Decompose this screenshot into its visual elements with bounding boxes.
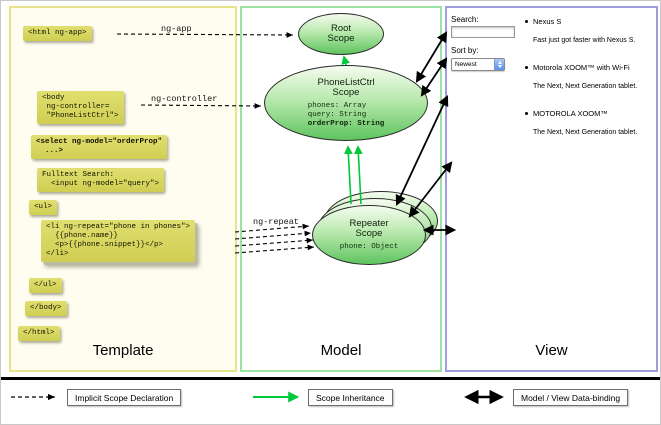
list-item: MOTOROLA XOOM™ The Next, Next Generation… <box>525 109 655 137</box>
code-line: <input ng-model="query"> <box>42 180 160 188</box>
phonelistctrl-scope-ellipse: PhoneListCtrl Scope phones: Array query:… <box>264 65 428 141</box>
root-scope-title: Root Scope <box>327 22 355 44</box>
ng-controller-label: ng-controller <box>151 94 218 104</box>
code-ul-open: <ul> <box>29 200 58 215</box>
code-line: <ul> <box>34 203 53 211</box>
code-html-open: <html ng-app> <box>23 26 92 41</box>
code-line: <select ng-model="orderProp" <box>36 138 163 146</box>
bullet-icon <box>525 20 528 23</box>
code-line: </html> <box>23 329 55 337</box>
bullet-icon <box>525 112 528 115</box>
green-arrow-icon <box>253 391 300 403</box>
code-select-ng-model: <select ng-model="orderProp" ...> <box>31 135 168 159</box>
phone-name: Nexus S <box>533 17 562 26</box>
ng-repeat-label: ng-repeat <box>253 217 299 227</box>
legend-data-binding: Model / View Data-binding <box>513 389 629 406</box>
repeater-scope-ellipse: Repeater Scope phone: Object <box>312 205 426 265</box>
repeater-scope-props: phone: Object <box>339 242 399 251</box>
model-label: Model <box>320 342 362 359</box>
code-line: <p>{{phone.snippet}}</p> <box>46 241 164 249</box>
phone-snippet: The Next, Next Generation tablet. <box>533 129 638 136</box>
code-body-close: </body> <box>25 301 67 316</box>
dropdown-arrows-icon <box>494 59 504 70</box>
phonelistctrl-scope-props: phones: Array query: String orderProp: S… <box>307 101 385 128</box>
code-ul-close: </ul> <box>29 278 62 293</box>
search-label: Search: <box>451 15 479 24</box>
code-line: </body> <box>30 304 62 312</box>
double-arrow-icon <box>464 390 504 404</box>
code-html-close: </html> <box>18 326 60 341</box>
code-body-open: <body ng-controller= "PhoneListCtrl"> <box>37 91 124 124</box>
phonelistctrl-scope-title: PhoneListCtrl Scope <box>317 76 375 98</box>
code-line: <body <box>42 94 65 102</box>
bullet-icon <box>525 66 528 69</box>
sort-dropdown-value: Newest <box>455 61 477 68</box>
phone-snippet: The Next, Next Generation tablet. <box>533 83 638 90</box>
sort-by-label: Sort by: <box>451 46 479 55</box>
code-line: Fulltext Search: <box>42 171 115 179</box>
list-item: Motorola XOOM™ with Wi-Fi The Next, Next… <box>525 63 655 91</box>
phone-snippet: Fast just got faster with Nexus S. <box>533 37 636 44</box>
code-line: ...> <box>36 147 64 155</box>
dashed-arrow-icon <box>11 393 55 401</box>
legend-divider <box>1 377 660 380</box>
repeater-scope-title: Repeater Scope <box>349 217 389 239</box>
code-line: "PhoneListCtrl"> <box>42 112 119 120</box>
sort-dropdown[interactable]: Newest <box>451 58 505 71</box>
legend-scope-inheritance: Scope Inheritance <box>308 389 393 406</box>
phone-name: Motorola XOOM™ with Wi-Fi <box>533 63 630 72</box>
code-fulltext-search: Fulltext Search: <input ng-model="query"… <box>37 168 165 192</box>
template-label: Template <box>92 342 154 359</box>
ng-app-label: ng-app <box>161 24 192 34</box>
code-li-ng-repeat: <li ng-repeat="phone in phones"> {{phone… <box>41 220 196 262</box>
code-line: ng-controller= <box>42 103 110 111</box>
phone-list: Nexus S Fast just got faster with Nexus … <box>525 17 655 155</box>
search-input[interactable] <box>451 26 515 38</box>
code-line: {{phone.name}} <box>46 232 119 240</box>
code-line: </ul> <box>34 281 57 289</box>
code-line: <html ng-app> <box>28 29 87 37</box>
view-label: View <box>535 342 568 359</box>
root-scope-ellipse: Root Scope <box>298 13 384 55</box>
model-column <box>240 6 442 372</box>
phone-name: MOTOROLA XOOM™ <box>533 109 608 118</box>
code-line: </li> <box>46 250 69 258</box>
list-item: Nexus S Fast just got faster with Nexus … <box>525 17 655 45</box>
code-line: <li ng-repeat="phone in phones"> <box>46 223 191 231</box>
legend-implicit-scope: Implicit Scope Declaration <box>67 389 182 406</box>
